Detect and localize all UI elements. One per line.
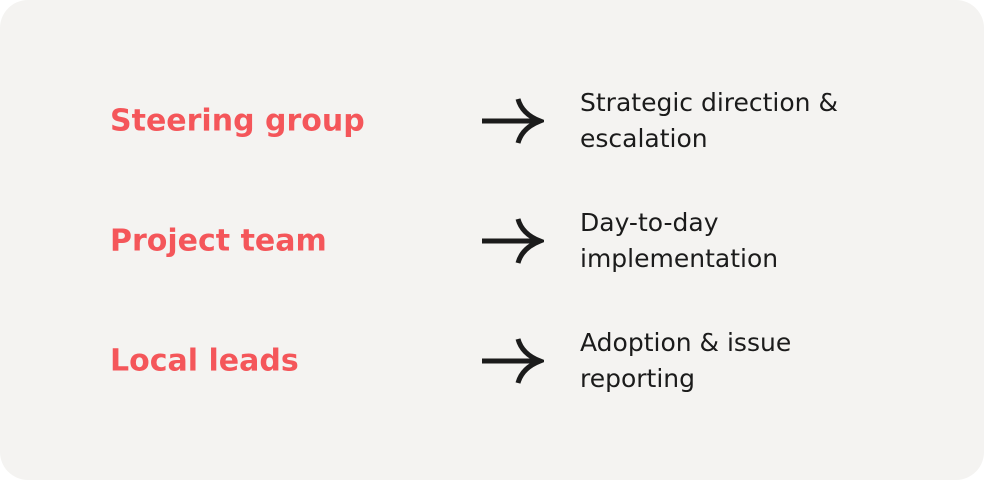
role-label: Project team bbox=[110, 223, 327, 259]
arrow-right-icon bbox=[482, 338, 544, 384]
description-line: Day-to-day bbox=[580, 208, 719, 237]
arrow-right-icon bbox=[482, 218, 544, 264]
role-description: Day-to-day implementation bbox=[580, 205, 778, 277]
arrow-right-icon bbox=[482, 98, 544, 144]
description-line: Adoption & issue bbox=[580, 328, 792, 357]
role-description: Adoption & issue reporting bbox=[580, 325, 791, 397]
role-label: Local leads bbox=[110, 343, 299, 379]
description-line: escalation bbox=[580, 124, 708, 153]
description-line: Strategic direction & bbox=[580, 88, 838, 117]
role-label: Steering group bbox=[110, 103, 365, 139]
role-row-local-leads: Local leads Adoption & issue reporting bbox=[0, 321, 984, 401]
role-row-steering-group: Steering group Strategic direction & esc… bbox=[0, 81, 984, 161]
role-row-project-team: Project team Day-to-day implementation bbox=[0, 201, 984, 281]
role-description: Strategic direction & escalation bbox=[580, 85, 838, 157]
description-line: reporting bbox=[580, 364, 696, 393]
description-line: implementation bbox=[580, 244, 779, 273]
